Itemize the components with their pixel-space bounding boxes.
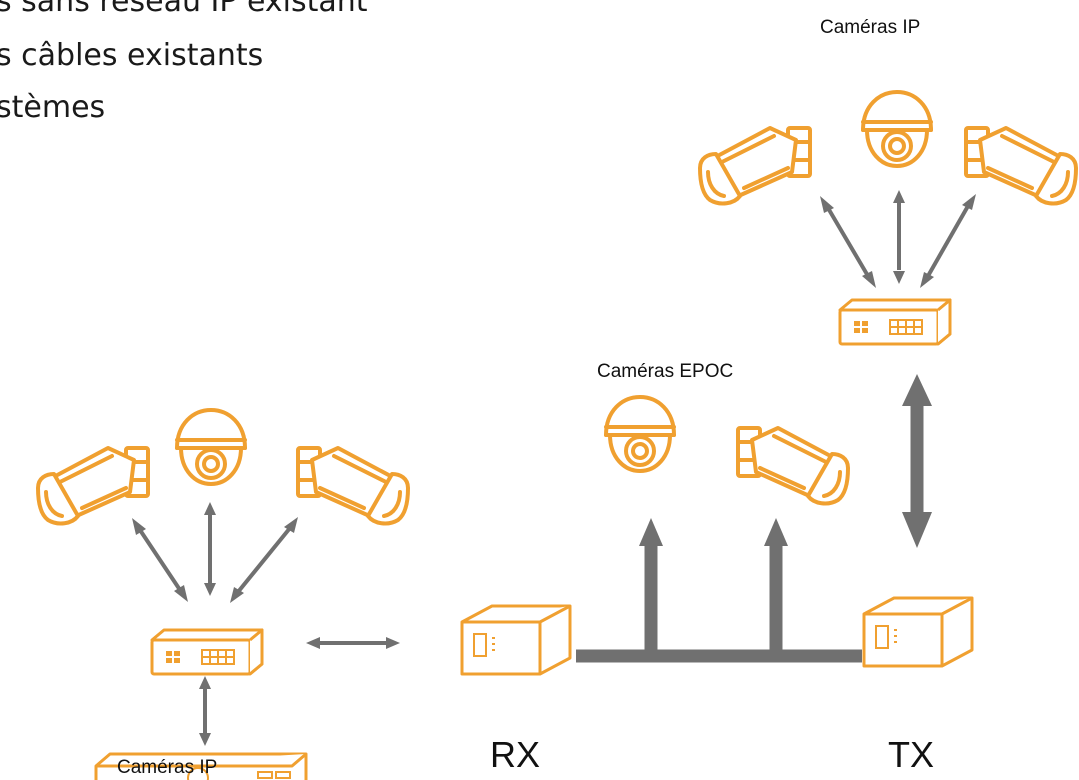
- ethernet-extender-icon: [460, 604, 572, 676]
- switch-rx-link: [306, 637, 400, 649]
- bullet-camera-icon: [966, 128, 1076, 203]
- bullet-camera-icon: [36, 446, 150, 526]
- ethernet-extender-icon: [862, 596, 974, 668]
- camera-link-arrows-top: [820, 190, 976, 288]
- dome-camera-icon: [604, 395, 676, 473]
- dome-camera-icon: [861, 90, 933, 168]
- dome-camera-icon: [175, 408, 247, 486]
- coax-bus: [576, 518, 862, 663]
- bullet-text-1: s sans réseau IP existant: [0, 0, 368, 19]
- camera-link-arrows-left: [132, 502, 298, 603]
- ip-cameras-bottom-label: Caméras IP: [117, 757, 218, 778]
- bullet-camera-icon: [698, 126, 812, 206]
- bullet-camera-icon: [298, 448, 408, 523]
- network-switch-icon: [838, 298, 952, 346]
- network-switch-icon: [150, 628, 264, 676]
- tx-label: TX: [888, 734, 935, 775]
- epoc-cameras-label: Caméras EPOC: [597, 361, 734, 382]
- rx-label: RX: [490, 734, 541, 775]
- video-recorder-icon: [94, 752, 308, 780]
- bullet-camera-icon: [738, 428, 848, 503]
- bullet-text-2: s câbles existants: [0, 38, 264, 73]
- ip-cameras-top-label: Caméras IP: [820, 17, 921, 38]
- switch-recorder-link: [199, 676, 211, 746]
- switch-tx-link: [902, 374, 932, 548]
- bullet-text-3: stèmes: [0, 90, 106, 125]
